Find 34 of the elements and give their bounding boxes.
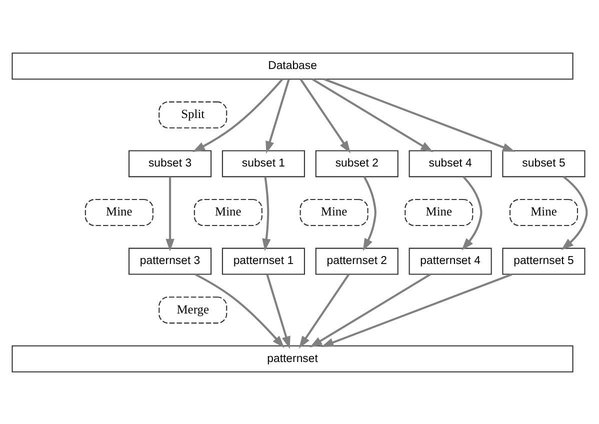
node-box: subset 5 xyxy=(502,150,586,177)
arrow xyxy=(310,273,431,347)
node-box: subset 1 xyxy=(222,150,305,177)
node-box: Merge xyxy=(158,296,228,324)
node-box: Mine xyxy=(510,198,578,226)
node-box: patternset 1 xyxy=(222,247,305,274)
node-box: subset 3 xyxy=(128,150,212,177)
arrow xyxy=(266,78,290,154)
node-box: Split xyxy=(158,100,228,128)
arrow xyxy=(462,176,482,250)
arrow xyxy=(166,176,174,251)
node-box: Mine xyxy=(300,198,368,226)
node-box: patternset 4 xyxy=(408,247,492,274)
node-box: patternset xyxy=(12,344,574,372)
arrow xyxy=(266,274,290,348)
node-box: patternset 2 xyxy=(315,247,398,274)
node-box: subset 2 xyxy=(315,150,398,177)
arrow xyxy=(312,78,434,152)
node-box: Mine xyxy=(194,198,262,226)
arrow xyxy=(324,78,516,152)
node-box: patternset 3 xyxy=(128,247,212,274)
arrow xyxy=(561,176,588,250)
node-box: patternset 5 xyxy=(502,247,586,274)
arrow xyxy=(321,272,512,346)
node-box: Mine xyxy=(84,198,154,226)
arrow xyxy=(262,176,271,251)
node-box: Database xyxy=(12,52,574,80)
node-box: subset 4 xyxy=(408,150,492,177)
arrow xyxy=(298,273,350,348)
arrow xyxy=(194,272,284,348)
arrow xyxy=(362,176,376,250)
arrow xyxy=(192,78,284,152)
node-box: Mine xyxy=(404,198,474,226)
arrow xyxy=(300,78,351,153)
